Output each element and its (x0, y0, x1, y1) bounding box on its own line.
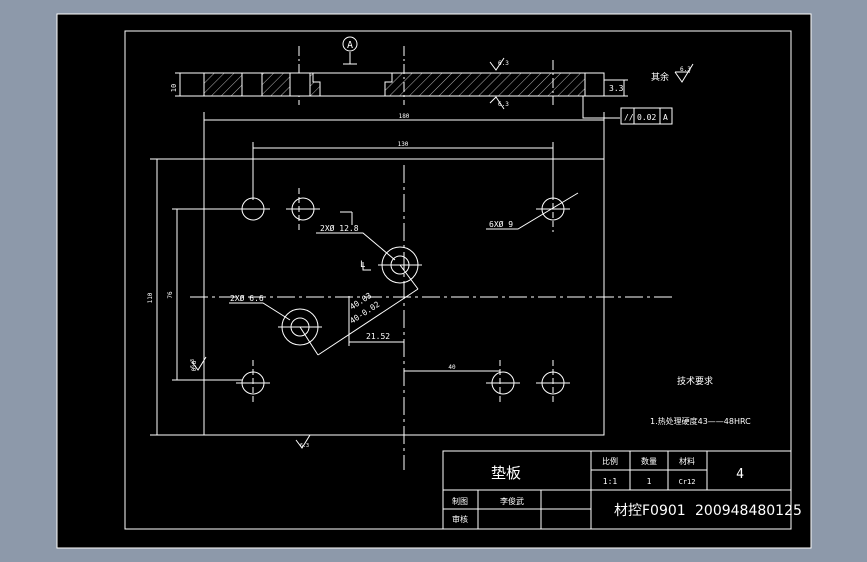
hole-spacing-dim-label: 130 (398, 141, 409, 148)
inner-height-dim-label: 76 (167, 291, 174, 299)
drawing-sheet (57, 14, 811, 548)
outer-frame (56, 13, 812, 549)
section-hatched-body (203, 72, 605, 97)
hole-2x-small-callout: 2XØ 6.6 (230, 293, 264, 303)
class-name: 材控F0901 (614, 503, 686, 519)
roughness-bottom-label: 6.3 (498, 101, 509, 108)
material-label: 材料 (679, 456, 695, 466)
right-offset-dim-label: 40 (448, 364, 456, 371)
square-mark: L (360, 260, 365, 270)
hole-2x-large-callout: 2XØ 12.8 (320, 223, 359, 233)
tolerance-datum: A (663, 113, 668, 122)
tolerance-symbol: // (624, 113, 634, 122)
plan-view (150, 112, 672, 470)
height-dim-label: 110 (147, 292, 154, 303)
qty-value: 1 (647, 477, 652, 486)
tolerance-frame (620, 107, 673, 125)
scale-label: 比例 (602, 456, 618, 466)
checked-label: 审核 (452, 514, 468, 524)
drawing-number: 4 (736, 467, 744, 482)
title-block (442, 450, 792, 530)
thickness-dim-label: 10 (170, 84, 178, 92)
material-value: Cr12 (679, 478, 696, 486)
offset-dim-label: 21.52 (366, 332, 390, 341)
roughness-top-label: 6.3 (498, 60, 509, 67)
tech-req-item1: 1.热处理硬度43——48HRC (650, 416, 751, 426)
datum-a-circle (342, 36, 358, 52)
tech-req-title: 技术要求 (677, 375, 713, 387)
tolerance-value: 0.02 (637, 113, 656, 122)
section-counterbore (312, 72, 393, 97)
section-view (175, 36, 694, 125)
step-dim-label: 3.3 (609, 84, 624, 93)
scale-value: 1:1 (603, 477, 618, 486)
roughness-left-label: 6.3 (190, 359, 196, 368)
width-dim-label: 180 (399, 113, 410, 120)
bottom-offset-dim-label: 0.8 (191, 360, 198, 371)
section-hole (289, 72, 311, 97)
roughness-bottom-plan-label: 6.3 (300, 443, 309, 449)
datum-a-label: A (347, 40, 353, 51)
hole-6x-callout: 6XØ 9 (489, 219, 513, 229)
other-roughness-value: 6.3 (680, 66, 691, 73)
section-hole (584, 72, 605, 97)
section-hole (241, 72, 263, 97)
qty-label: 数量 (641, 456, 657, 466)
student-id: 200948480125 (695, 503, 802, 519)
drawn-label: 制图 (452, 496, 468, 506)
drawn-by: 李俊武 (500, 496, 524, 506)
other-roughness-label: 其余 (651, 71, 669, 83)
part-name: 垫板 (491, 464, 521, 482)
